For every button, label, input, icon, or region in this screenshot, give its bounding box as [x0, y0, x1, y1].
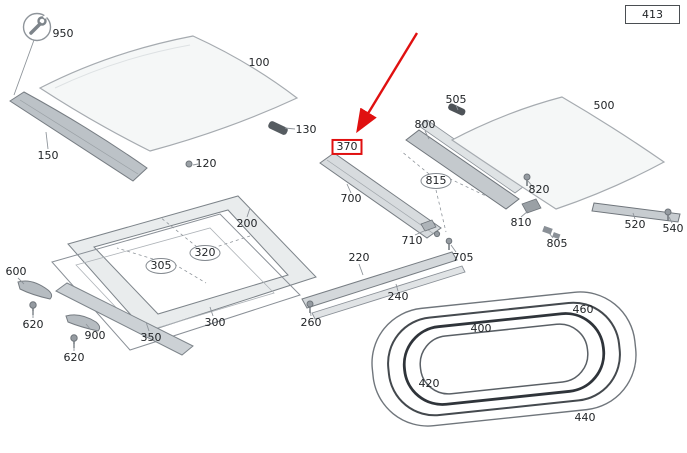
- part-label-100[interactable]: 100: [248, 55, 270, 69]
- part-label-710[interactable]: 710: [401, 233, 423, 247]
- guide-rail-350: [55, 282, 194, 356]
- part-label-440[interactable]: 440: [574, 410, 596, 424]
- mechanism-rail-240: [311, 265, 466, 320]
- screw-120: [185, 160, 193, 168]
- leader-lines: [13, 39, 673, 351]
- bracket-710: [420, 219, 441, 238]
- drive-rail-700: [319, 152, 442, 239]
- part-label-705[interactable]: 705: [452, 250, 474, 264]
- screw-705: [445, 237, 453, 250]
- bracket-900: [65, 314, 101, 332]
- part-label-150[interactable]: 150: [37, 148, 59, 162]
- part-label-350[interactable]: 350: [140, 330, 162, 344]
- sunroof-frame: [67, 195, 317, 333]
- part-label-200[interactable]: 200: [236, 216, 258, 230]
- clip-part-130: [268, 121, 288, 135]
- part-label-130[interactable]: 130: [295, 122, 317, 136]
- clip-part-505: [448, 103, 466, 116]
- part-label-320[interactable]: 320: [189, 244, 221, 262]
- roof-glass-panel-front: [38, 35, 299, 152]
- roof-glass-panel-rear: [450, 96, 666, 210]
- part-label-305[interactable]: 305: [145, 257, 177, 275]
- diagram-reference-box: 413: [625, 5, 680, 24]
- part-label-505[interactable]: 505: [445, 92, 467, 106]
- part-label-820[interactable]: 820: [528, 182, 550, 196]
- part-label-810[interactable]: 810: [510, 215, 532, 229]
- part-label-600[interactable]: 600: [5, 264, 27, 278]
- part-label-300[interactable]: 300: [204, 315, 226, 329]
- part-label-800[interactable]: 800: [414, 117, 436, 131]
- part-label-220[interactable]: 220: [348, 250, 370, 264]
- trim-strip-520: [591, 202, 681, 223]
- tool-badge: [22, 12, 52, 42]
- roof-seal-rings: [371, 291, 637, 427]
- wind-deflector: [9, 91, 148, 182]
- screw-540: [664, 208, 672, 221]
- bracket-600: [17, 280, 53, 300]
- part-label-400[interactable]: 400: [470, 321, 492, 335]
- part-label-260[interactable]: 260: [300, 315, 322, 329]
- bracket-810: [521, 198, 542, 214]
- highlight-arrow: [356, 32, 419, 134]
- part-label-240[interactable]: 240: [387, 289, 409, 303]
- part-label-540[interactable]: 540: [662, 221, 684, 235]
- part-label-620[interactable]: 620: [22, 317, 44, 331]
- part-label-420[interactable]: 420: [418, 376, 440, 390]
- mechanism-rail-220: [301, 251, 458, 309]
- part-label-500[interactable]: 500: [593, 98, 615, 112]
- part-label-520[interactable]: 520: [624, 217, 646, 231]
- part-label-950[interactable]: 950: [52, 26, 74, 40]
- part-label-815[interactable]: 815: [420, 172, 452, 190]
- drive-rail-800: [405, 119, 524, 210]
- part-label-120[interactable]: 120: [195, 156, 217, 170]
- wrench-icon: [29, 13, 49, 35]
- part-label-620[interactable]: 620: [63, 350, 85, 364]
- clip-part-805: [542, 225, 561, 240]
- part-label-700[interactable]: 700: [340, 191, 362, 205]
- part-label-900[interactable]: 900: [84, 328, 106, 342]
- part-label-370-selected[interactable]: 370: [331, 138, 363, 156]
- part-label-460[interactable]: 460: [572, 302, 594, 316]
- screw-820: [523, 173, 531, 186]
- part-label-805[interactable]: 805: [546, 236, 568, 250]
